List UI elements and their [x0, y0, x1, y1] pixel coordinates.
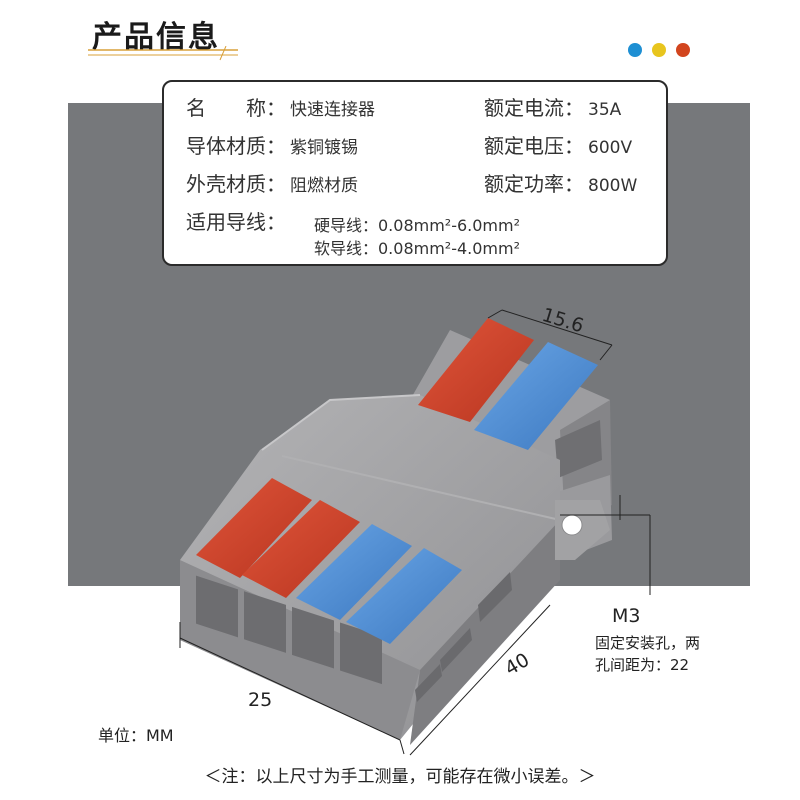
spec-current: 额定电流：35A [484, 92, 621, 121]
unit-note: 单位：MM [98, 726, 174, 745]
spec-conductor: 导体材质：紫铜镀锡 [186, 130, 358, 159]
dot-blue-icon [628, 43, 642, 57]
page-title: 产品信息 [92, 20, 220, 55]
hole-desc-2: 孔间距为：22 [595, 656, 690, 674]
front-levers [196, 478, 462, 644]
title-underline [88, 46, 238, 61]
spec-shell-value: 阻燃材质 [290, 176, 358, 196]
spec-wire-label: 适用导线： [186, 210, 286, 234]
spec-power: 额定功率：800W [484, 168, 637, 197]
lever-red-1 [196, 478, 312, 578]
hole-title: M3 [612, 605, 641, 627]
wire-holes [196, 575, 382, 685]
dimension-lines [179, 309, 651, 756]
dim-top-width: 15.6 [539, 304, 586, 337]
lever-blue-rear [474, 342, 598, 450]
spec-voltage-value: 600V [588, 138, 633, 158]
spec-panel: 名 称：快速连接器 导体材质：紫铜镀锡 外壳材质：阻燃材质 额定电流：35A 额… [162, 80, 668, 266]
spec-name-value: 快速连接器 [290, 100, 375, 120]
spec-voltage: 额定电压：600V [484, 130, 632, 159]
spec-current-value: 35A [588, 100, 622, 120]
spec-shell-label: 外壳材质： [186, 172, 286, 196]
lever-blue-2 [346, 548, 462, 644]
spec-voltage-label: 额定电压： [484, 134, 584, 158]
spec-name-label: 名 称： [186, 96, 286, 120]
dot-red-icon [676, 43, 690, 57]
lever-blue-1 [296, 524, 412, 620]
dot-yellow-icon [652, 43, 666, 57]
spec-power-label: 额定功率： [484, 172, 584, 196]
spec-conductor-value: 紫铜镀锡 [290, 138, 358, 158]
spec-power-value: 800W [588, 176, 638, 196]
decorative-dots [628, 43, 690, 57]
lever-red-2 [242, 500, 360, 598]
lever-red-rear [418, 318, 534, 422]
spec-current-label: 额定电流： [484, 96, 584, 120]
hole-desc-1: 固定安装孔，两 [595, 634, 701, 652]
dim-length: 40 [501, 649, 533, 680]
dim-front-width: 25 [248, 689, 272, 711]
spec-shell: 外壳材质：阻燃材质 [186, 168, 358, 197]
footer-note: ＜注：以上尺寸为手工测量，可能存在微小误差。＞ [204, 767, 596, 787]
rear-levers [418, 318, 598, 450]
spec-conductor-label: 导体材质： [186, 134, 286, 158]
spec-wire-soft: 软导线：0.08mm²-4.0mm² [314, 239, 521, 258]
spec-name: 名 称：快速连接器 [186, 92, 375, 121]
spec-wire-hard: 硬导线：0.08mm²-6.0mm² [314, 216, 521, 235]
